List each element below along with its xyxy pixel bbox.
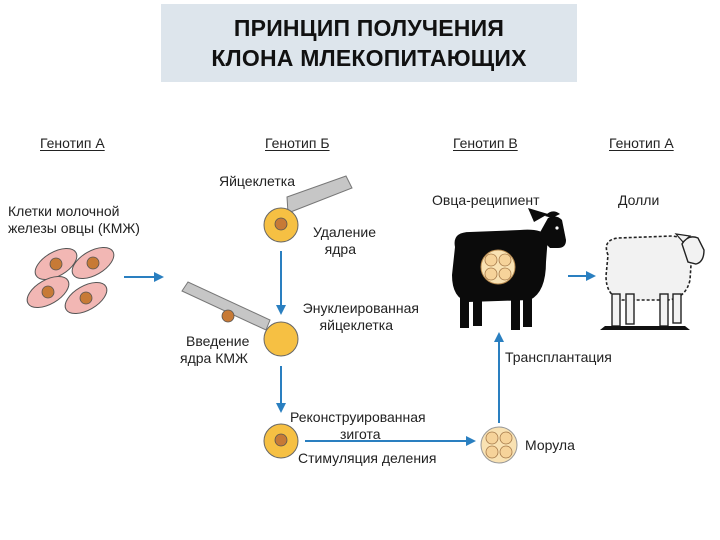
reconstructed-label-2: зигота — [340, 426, 381, 442]
insertion-label-1: Введение — [186, 333, 250, 349]
genotype-header-b: Генотип Б — [265, 135, 330, 151]
reconstructed-zygote — [263, 423, 299, 459]
genotype-header-a2: Генотип А — [609, 135, 674, 151]
morula-label: Морула — [525, 437, 575, 453]
genotype-header-a: Генотип А — [40, 135, 105, 151]
mammary-cell — [34, 248, 78, 280]
mammary-cell — [71, 247, 115, 279]
recipient-sheep-label: Овца-реципиент — [432, 192, 540, 208]
title-line-1: ПРИНЦИП ПОЛУЧЕНИЯ — [233, 15, 505, 41]
egg-cell-label: Яйцеклетка — [219, 173, 295, 189]
mammary-cells-label-2: железы овцы (КМЖ) — [8, 220, 140, 236]
enucleated-label-1: Энуклеированная — [302, 300, 419, 316]
insertion-label-2: ядра КМЖ — [180, 350, 248, 366]
title-line-2: КЛОНА МЛЕКОПИТАЮЩИХ — [211, 45, 527, 71]
mammary-cell — [64, 282, 108, 314]
mammary-cells-label-1: Клетки молочной — [8, 203, 120, 219]
stimulation-label: Стимуляция деления — [298, 450, 437, 466]
egg-cell — [263, 207, 299, 243]
transplantation-label: Трансплантация — [505, 349, 612, 365]
dolly-sheep — [600, 233, 705, 330]
reconstructed-label-1: Реконструированная — [290, 409, 426, 425]
mammary-cells — [26, 247, 115, 314]
title-box: ПРИНЦИП ПОЛУЧЕНИЯ КЛОНА МЛЕКОПИТАЮЩИХ — [161, 4, 577, 82]
inserted-nucleus — [221, 309, 235, 323]
recipient-sheep — [452, 208, 566, 330]
enucleated-egg — [263, 321, 299, 357]
enucleated-label-2: яйцеклетка — [319, 317, 393, 333]
nucleus-removal-label-2: ядра — [324, 241, 356, 257]
dolly-label: Долли — [618, 192, 660, 208]
genotype-header-v: Генотип В — [453, 135, 518, 151]
pipette-insertion — [181, 281, 271, 331]
nucleus-removal-label-1: Удаление — [312, 224, 376, 240]
mammary-cell — [26, 276, 70, 308]
pipette-removal — [286, 175, 353, 214]
morula — [480, 426, 518, 464]
